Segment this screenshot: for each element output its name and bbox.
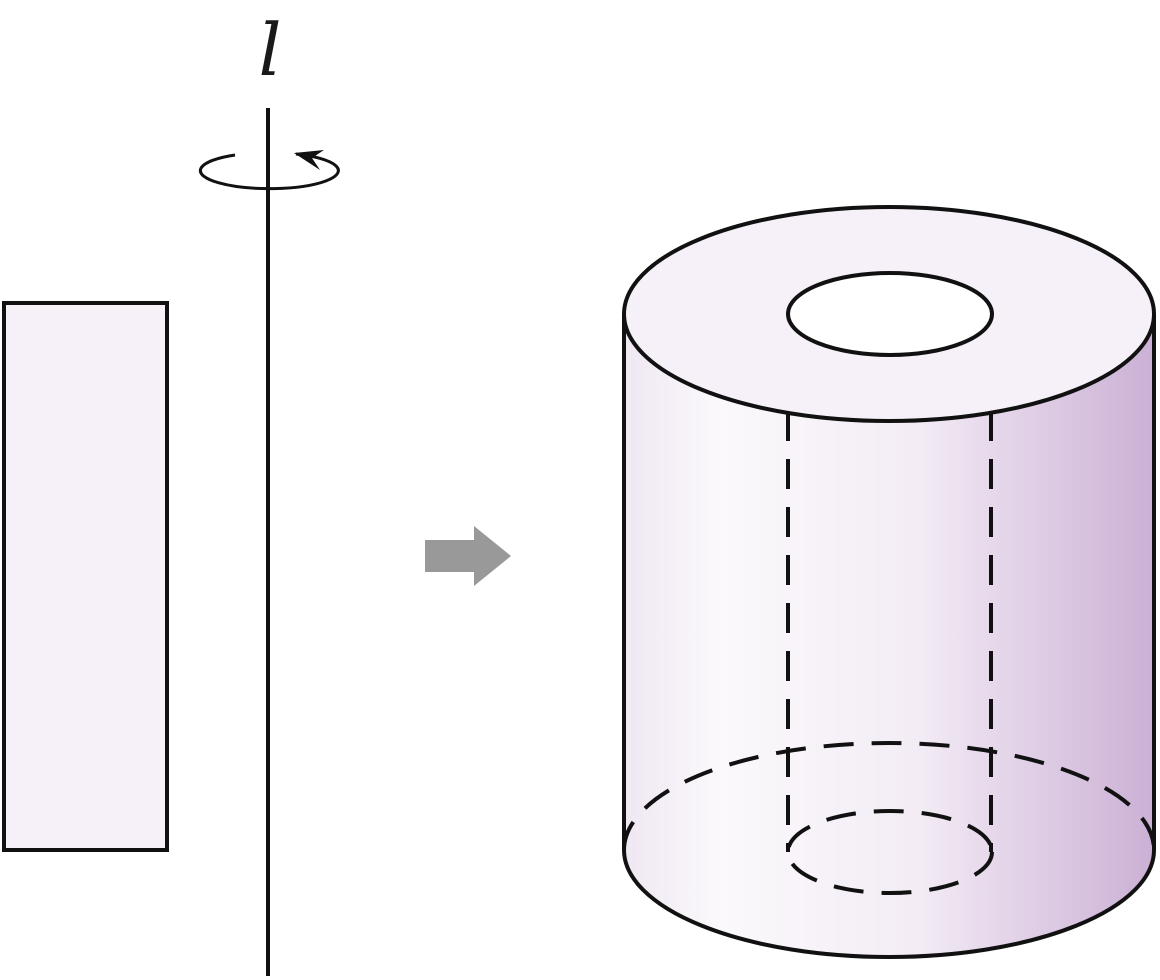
transform-arrow-icon (425, 526, 511, 586)
axis-label: l (258, 8, 281, 92)
cylinder-bottom-back-edge (622, 741, 1156, 851)
cylinder-side-surface (624, 314, 1154, 957)
hole-top-opening (786, 271, 994, 357)
hollow-cylinder (621, 205, 1157, 959)
cylinder-bottom-front-edge (622, 849, 1156, 959)
rectangle-to-rotate (2, 301, 169, 852)
rotation-direction-icon (198, 150, 340, 191)
hole-bottom-hidden-edge (786, 809, 994, 895)
